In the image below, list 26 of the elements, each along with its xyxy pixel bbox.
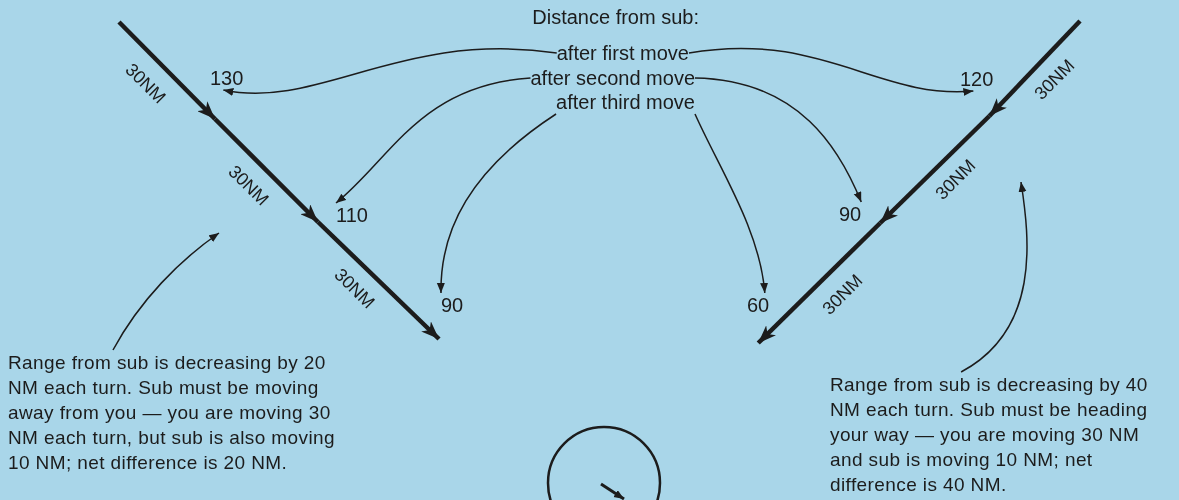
legend-text: after third move <box>556 90 695 114</box>
legend-text: after first move <box>556 41 689 65</box>
range-number: 120 <box>960 67 994 91</box>
curved-arrow <box>688 47 975 96</box>
legend-text: after second move <box>530 66 695 90</box>
note-text: Range from sub is decreasing by 20 NM each turn. Sub must be moving away from you — you are moving 30 NM each turn, but sub is also moving 10 NM; net difference is 20 NM. <box>8 350 358 475</box>
course-arrow <box>316 220 441 341</box>
course-arrow <box>987 19 1082 118</box>
curved-arrow <box>437 113 557 294</box>
range-number: 90 <box>839 202 862 226</box>
curved-arrow <box>694 113 768 294</box>
leader-arrow <box>112 232 220 351</box>
curved-arrow <box>222 48 558 96</box>
curved-arrow <box>694 77 862 203</box>
range-number: 90 <box>441 293 464 317</box>
course-arrow <box>213 117 320 224</box>
heading-text: Distance from sub: <box>532 5 699 29</box>
leader-arrow <box>960 181 1028 373</box>
course-arrow <box>117 20 217 121</box>
course-arrow <box>878 114 991 225</box>
course-arrow <box>756 221 882 345</box>
curved-arrow <box>335 77 532 204</box>
range-number: 110 <box>336 203 368 227</box>
range-number: 60 <box>747 293 770 317</box>
range-number: 130 <box>210 66 244 90</box>
note-text: Range from sub is decreasing by 40 NM each turn. Sub must be heading your way — you are moving 30 NM and sub is moving 10 NM; net difference is 40 NM. <box>830 372 1175 497</box>
